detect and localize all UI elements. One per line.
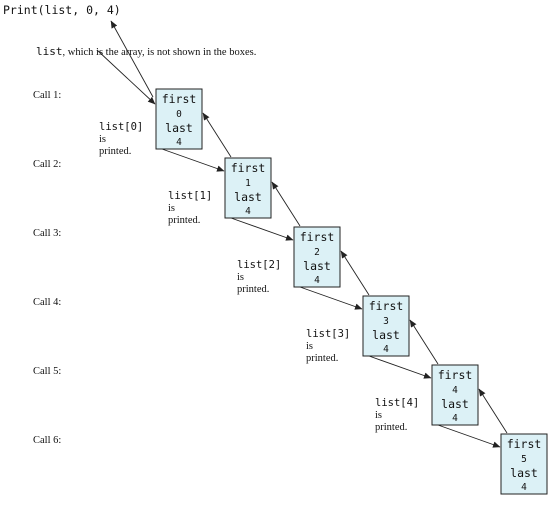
last-value-4: 4 — [383, 344, 389, 355]
activation-record-box-6 — [500, 433, 548, 495]
call-label-6: Call 6: — [33, 435, 61, 446]
last-label-1: last — [165, 121, 193, 135]
last-value-2: 4 — [245, 206, 251, 217]
call-arrows — [96, 20, 508, 448]
first-value-3: 2 — [314, 247, 320, 258]
first-label-1: first — [162, 92, 197, 106]
first-label-6: first — [507, 437, 542, 451]
printed-word-5: printed. — [375, 422, 407, 433]
initial-call-text: Print(list, 0, 4) — [3, 3, 121, 17]
printed-word-2: printed. — [168, 215, 200, 226]
printed-is-1: is — [99, 134, 106, 145]
first-label-4: first — [369, 299, 404, 313]
call-arrow-1 — [96, 49, 156, 105]
last-label-6: last — [510, 466, 538, 480]
last-label-2: last — [234, 190, 262, 204]
first-value-2: 1 — [245, 178, 251, 189]
activation-record-box-4 — [362, 295, 410, 357]
call-arrow-4 — [299, 286, 363, 310]
first-value-5: 4 — [452, 385, 458, 396]
first-value-4: 3 — [383, 316, 389, 327]
last-value-6: 4 — [521, 482, 527, 493]
first-value-1: 0 — [176, 109, 182, 120]
printed-element-1: list[0] — [99, 121, 143, 133]
printed-is-4: is — [306, 341, 313, 352]
first-label-3: first — [300, 230, 335, 244]
printed-word-1: printed. — [99, 146, 131, 157]
call-label-1: Call 1: — [33, 90, 61, 101]
call-arrow-3 — [230, 217, 294, 241]
call-arrow-2 — [161, 148, 225, 172]
activation-record-box-2 — [224, 157, 272, 219]
last-label-3: last — [303, 259, 331, 273]
printed-is-3: is — [237, 272, 244, 283]
first-label-5: first — [438, 368, 473, 382]
call-arrow-6 — [437, 424, 501, 448]
return-arrow-3 — [271, 181, 301, 227]
array-note: list, which is the array, is not shown i… — [36, 45, 256, 58]
printed-element-5: list[4] — [375, 397, 419, 409]
call-label-3: Call 3: — [33, 228, 61, 239]
return-arrow-5 — [409, 319, 439, 365]
first-label-2: first — [231, 161, 266, 175]
array-note-text: , which is the array, is not shown in th… — [63, 47, 257, 58]
activation-record-box-5 — [431, 364, 479, 426]
printed-word-3: printed. — [237, 284, 269, 295]
last-value-5: 4 — [452, 413, 458, 424]
call-arrow-5 — [368, 355, 432, 379]
activation-record-box-1 — [155, 88, 203, 150]
call-label-5: Call 5: — [33, 366, 61, 377]
call-label-2: Call 2: — [33, 159, 61, 170]
printed-word-4: printed. — [306, 353, 338, 364]
array-note-code: list — [36, 45, 63, 58]
return-arrow-6 — [478, 388, 508, 434]
printed-is-5: is — [375, 410, 382, 421]
last-label-5: last — [441, 397, 469, 411]
printed-element-2: list[1] — [168, 190, 212, 202]
call-label-4: Call 4: — [33, 297, 61, 308]
activation-records: first0last4first1last4first2last4first3l… — [155, 88, 548, 495]
return-arrow-2 — [202, 112, 232, 158]
printed-element-3: list[2] — [237, 259, 281, 271]
printed-is-2: is — [168, 203, 175, 214]
last-label-4: last — [372, 328, 400, 342]
last-value-3: 4 — [314, 275, 320, 286]
return-arrow-4 — [340, 250, 370, 296]
last-value-1: 4 — [176, 137, 182, 148]
activation-record-box-3 — [293, 226, 341, 288]
first-value-6: 5 — [521, 454, 527, 465]
printed-element-4: list[3] — [306, 328, 350, 340]
return-arrow-1 — [110, 20, 154, 98]
